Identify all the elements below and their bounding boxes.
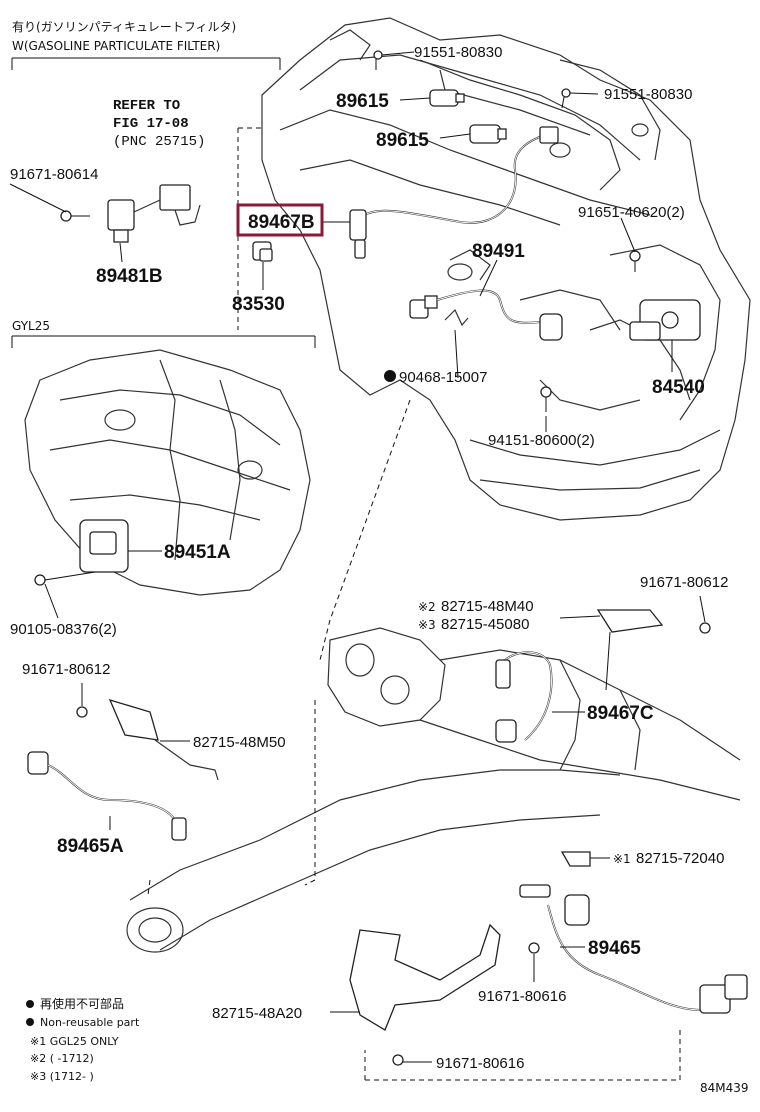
note-mark-2: ※2 xyxy=(418,600,436,614)
sensor-89491-drawing xyxy=(409,289,563,341)
figure-code: 84M439 xyxy=(700,1081,749,1095)
variant-label-gyl25: GYL25 xyxy=(12,319,50,333)
part-number-94151-80600[interactable]: 94151-80600(2) xyxy=(488,432,595,449)
part-number-89467C[interactable]: 89467C xyxy=(587,703,654,724)
bracket-82715-48M40-drawing xyxy=(596,609,711,691)
sensor-89465-drawing xyxy=(519,884,748,1014)
part-number-89615-lower[interactable]: 89615 xyxy=(376,130,429,151)
legend-dot-en xyxy=(26,1018,34,1026)
transmission-gyl25-drawing xyxy=(24,349,311,596)
vsv-89481B-drawing xyxy=(60,184,201,243)
part-number-91551-80830-top[interactable]: 91551-80830 xyxy=(414,44,502,61)
part-number-91671-80616-right[interactable]: 91671-80616 xyxy=(478,988,566,1005)
legend-non-reusable-jp: 再使用不可部品 xyxy=(40,996,124,1011)
non-reusable-mark-90468 xyxy=(384,370,396,382)
part-number-82715-48M40[interactable]: 82715-48M40 xyxy=(441,598,534,615)
part-number-90105-08376[interactable]: 90105-08376(2) xyxy=(10,621,117,638)
part-number-91651-40620[interactable]: 91651-40620(2) xyxy=(578,204,685,221)
exhaust-manifold-drawing xyxy=(327,627,741,801)
refer-line-2: FIG 17-08 xyxy=(113,116,189,132)
variant-label-jp: 有り(ガソリンパティキュレートフィルタ) xyxy=(12,20,236,34)
clip-82715-72040-drawing xyxy=(560,851,591,867)
variant-label-en: W(GASOLINE PARTICULATE FILTER) xyxy=(12,39,220,53)
part-number-82715-48A20[interactable]: 82715-48A20 xyxy=(212,1005,302,1022)
sensor-89615-lower xyxy=(469,124,507,144)
sensor-89467B-drawing xyxy=(349,126,559,259)
leader-lines xyxy=(9,51,706,1063)
bolt-91551-upper xyxy=(373,50,383,70)
note-mark-1: ※1 xyxy=(613,852,631,866)
part-number-89467B[interactable]: 89467B xyxy=(248,212,315,233)
legend-note-1: ※1 GGL25 ONLY xyxy=(30,1035,119,1048)
sensor-89465A-drawing xyxy=(27,698,219,841)
part-number-89465A[interactable]: 89465A xyxy=(57,836,124,857)
part-number-84540[interactable]: 84540 xyxy=(652,377,705,398)
bracket-82715-48A20-drawing xyxy=(349,923,540,1066)
part-number-89481B[interactable]: 89481B xyxy=(96,266,163,287)
bolt-91551-right xyxy=(561,88,571,109)
legend-dot-jp xyxy=(26,1000,34,1008)
part-number-89465[interactable]: 89465 xyxy=(588,938,641,959)
part-number-91671-80614[interactable]: 91671-80614 xyxy=(10,166,98,183)
part-number-83530[interactable]: 83530 xyxy=(232,294,285,315)
part-number-82715-45080[interactable]: 82715-45080 xyxy=(441,616,529,633)
part-number-89491[interactable]: 89491 xyxy=(472,241,525,262)
legend-non-reusable-en: Non-reusable part xyxy=(40,1016,140,1029)
legend-note-3: ※3 (1712- ) xyxy=(30,1070,94,1083)
part-number-91551-80830-right[interactable]: 91551-80830 xyxy=(604,86,692,103)
part-number-90468-15007[interactable]: 90468-15007 xyxy=(399,369,487,386)
part-number-82715-48M50[interactable]: 82715-48M50 xyxy=(193,734,286,751)
legend-note-2: ※2 ( -1712) xyxy=(30,1052,94,1065)
sensor-89615-upper xyxy=(429,89,465,107)
refer-line-3: (PNC 25715) xyxy=(113,134,205,150)
part-number-82715-72040[interactable]: 82715-72040 xyxy=(636,850,724,867)
part-number-91671-80612-right[interactable]: 91671-80612 xyxy=(640,574,728,591)
note-mark-3: ※3 xyxy=(418,618,436,632)
switch-83530-drawing xyxy=(252,241,273,262)
switch-84540-drawing xyxy=(629,299,701,341)
exhaust-pipe-drawing xyxy=(126,769,621,953)
part-number-91671-80612-left[interactable]: 91671-80612 xyxy=(22,661,110,678)
bolt-91651 xyxy=(629,250,641,272)
sensor-89467C-drawing xyxy=(495,651,553,743)
refer-line-1: REFER TO xyxy=(113,98,180,114)
part-number-89451A[interactable]: 89451A xyxy=(164,542,231,563)
part-number-91671-80616-bottom[interactable]: 91671-80616 xyxy=(436,1055,524,1072)
bolt-94151 xyxy=(540,386,552,412)
part-number-89615-upper[interactable]: 89615 xyxy=(336,91,389,112)
highlight-box-89467B xyxy=(236,203,324,237)
